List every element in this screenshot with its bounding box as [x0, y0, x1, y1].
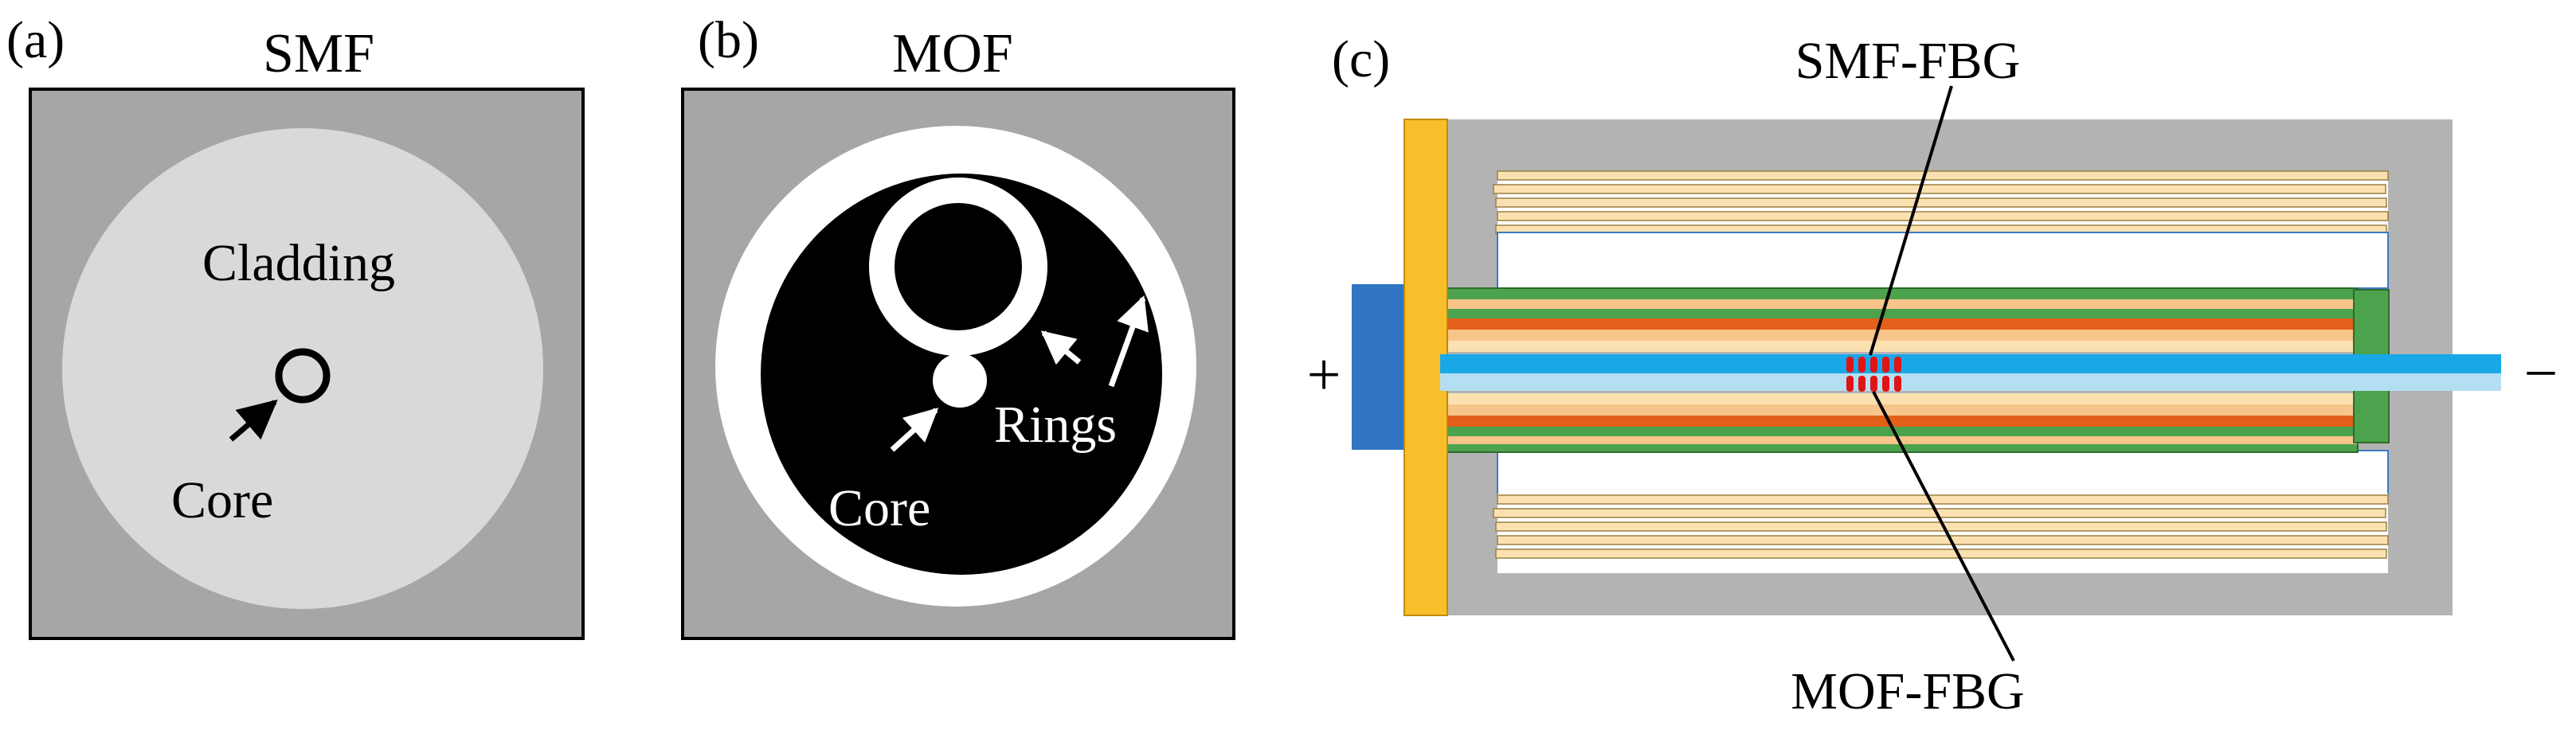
fbg-gratings [1846, 357, 1901, 392]
panel-b-title: MOF [892, 23, 1013, 84]
smf-core-ring [275, 348, 331, 404]
panel-a-smf: (a) SMF Cladding Core [6, 11, 585, 640]
mof-fiber [1440, 373, 2501, 391]
mof-fbg-label: MOF-FBG [1791, 662, 2024, 720]
smf-fbg-label: SMF-FBG [1795, 32, 2020, 90]
smf-cladding-label: Cladding [202, 234, 395, 292]
smf-fiber [1440, 354, 2501, 373]
mof-ring-arrow-large [1108, 295, 1149, 388]
panel-a-tag: (a) [6, 11, 65, 69]
mof-core-arrow [890, 408, 939, 452]
panel-a-title: SMF [263, 23, 374, 84]
upper-gap [1497, 232, 2389, 289]
smf-core-arrow [229, 399, 278, 442]
lower-gap [1497, 450, 2389, 495]
mof-core-dot [933, 353, 987, 408]
mof-rings-label: Rings [994, 396, 1117, 454]
panel-b-mof: (b) MOF Core Rings [681, 11, 1235, 640]
smf-fbg-leader [1869, 85, 1953, 356]
mof-large-ring-inner [895, 203, 1022, 330]
panel-c-tag: (c) [1332, 30, 1390, 88]
mof-core-label: Core [828, 479, 930, 537]
smf-core-label: Core [171, 471, 273, 529]
panel-c-device: (c) SMF-FBG MOF-FBG [1307, 30, 2558, 720]
panel-b-tag: (b) [698, 11, 759, 69]
mof-fbg-leader [1872, 391, 2015, 662]
minus-sign: − [2524, 340, 2558, 407]
plus-sign: + [1307, 342, 1341, 408]
smf-cladding-disc [62, 128, 543, 609]
mof-ring-arrow-small [1040, 330, 1082, 365]
bottom-winding-stack [1493, 494, 2389, 573]
left-electrode [1352, 284, 1406, 450]
